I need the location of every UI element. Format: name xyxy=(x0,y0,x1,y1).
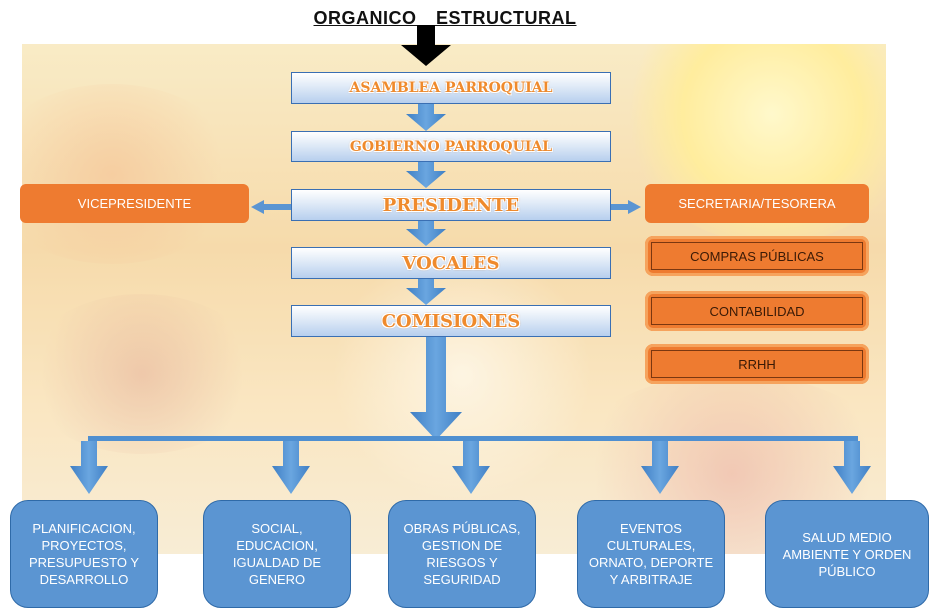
drop-arrow-4 xyxy=(641,441,679,494)
box-rrhh: RRHH xyxy=(645,344,869,384)
box-vicepresidente: VICEPRESIDENTE xyxy=(20,184,249,223)
box-asamblea-parroquial: ASAMBLEA PARROQUIAL xyxy=(291,72,611,104)
box-comisiones: COMISIONES xyxy=(291,305,611,337)
drop-arrow-3 xyxy=(452,441,490,494)
drop-arrow-2 xyxy=(272,441,310,494)
arrow-comisiones-down xyxy=(410,335,462,440)
commission-box-3: OBRAS PÚBLICAS, GESTION DE RIESGOS Y SEG… xyxy=(388,500,536,608)
arrow-asamblea-gobierno xyxy=(406,104,446,131)
arrow-gobierno-presidente xyxy=(406,161,446,188)
rrhh-label: RRHH xyxy=(651,350,863,378)
box-contabilidad: CONTABILIDAD xyxy=(645,291,869,331)
contabilidad-label: CONTABILIDAD xyxy=(651,297,863,325)
compras-label: COMPRAS PÚBLICAS xyxy=(651,242,863,270)
diagram-title: ORGANICO ESTRUCTURAL xyxy=(313,8,577,28)
box-gobierno-parroquial: GOBIERNO PARROQUIAL xyxy=(291,131,611,162)
box-presidente: PRESIDENTE xyxy=(291,189,611,221)
arrow-to-vicepresidente xyxy=(251,200,291,214)
arrow-presidente-vocales xyxy=(406,219,446,246)
box-compras-publicas: COMPRAS PÚBLICAS xyxy=(645,236,869,276)
commission-box-5: SALUD MEDIO AMBIENTE Y ORDEN PÚBLICO xyxy=(765,500,929,608)
box-vocales: VOCALES xyxy=(291,247,611,279)
commission-box-4: EVENTOS CULTURALES, ORNATO, DEPORTE Y AR… xyxy=(577,500,725,608)
commission-box-1: PLANIFICACION, PROYECTOS, PRESUPUESTO Y … xyxy=(10,500,158,608)
commission-box-2: SOCIAL, EDUCACION, IGUALDAD DE GENERO xyxy=(203,500,351,608)
arrow-to-secretaria xyxy=(601,200,641,214)
box-secretaria-tesorera: SECRETARIA/TESORERA xyxy=(645,184,869,223)
drop-arrow-5 xyxy=(833,441,871,494)
drop-arrow-1 xyxy=(70,441,108,494)
arrow-vocales-comisiones xyxy=(406,278,446,305)
entry-arrow xyxy=(401,25,451,66)
distribution-bar xyxy=(88,436,858,441)
